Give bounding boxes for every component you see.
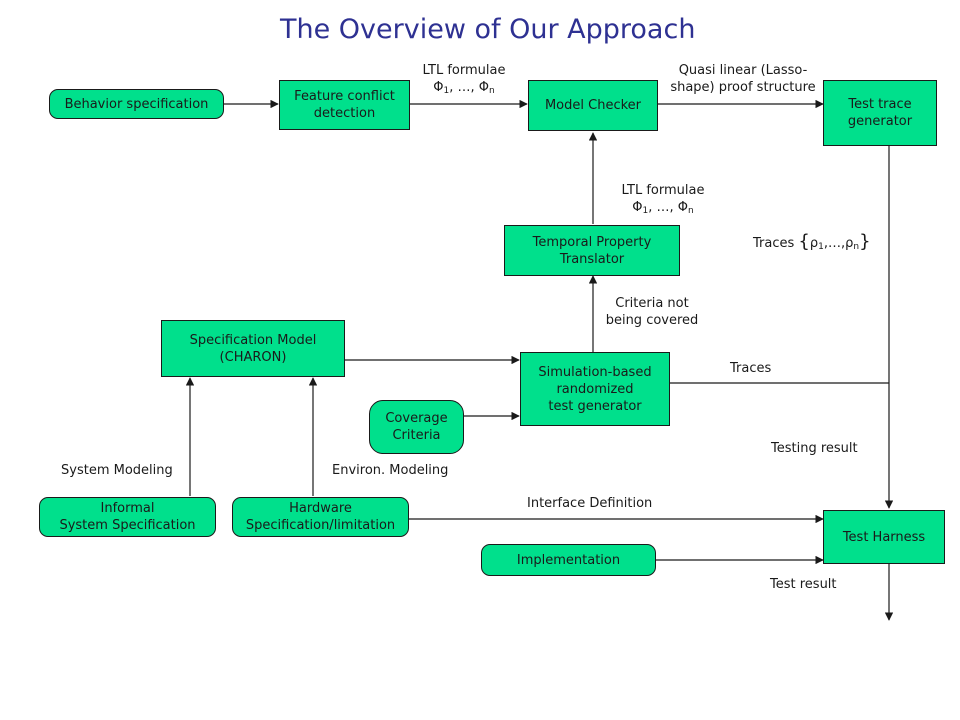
node-specification-model: Specification Model (CHARON) — [161, 320, 345, 377]
node-behavior-specification: Behavior specification — [49, 89, 224, 119]
label-system-modeling: System Modeling — [61, 463, 173, 478]
label-environ-modeling: Environ. Modeling — [332, 463, 449, 478]
node-feature-conflict-detection: Feature conflict detection — [279, 80, 410, 130]
node-model-checker: Model Checker — [528, 80, 658, 131]
label-ltl-formulae-mid: LTL formulae Φ1, …, Φn — [621, 183, 705, 216]
node-simulation-test-generator: Simulation-based randomized test generat… — [520, 352, 670, 426]
page-title: The Overview of Our Approach — [280, 14, 696, 45]
node-implementation: Implementation — [481, 544, 656, 576]
label-interface-definition: Interface Definition — [527, 496, 653, 511]
node-coverage-criteria: Coverage Criteria — [369, 400, 464, 454]
label-criteria-not-covered: Criteria not being covered — [605, 296, 699, 328]
label-ltl-formulae-top: LTL formulae Φ1, …, Φn — [422, 63, 506, 96]
node-temporal-property-translator: Temporal Property Translator — [504, 225, 680, 276]
node-test-trace-generator: Test trace generator — [823, 80, 937, 146]
label-traces: Traces — [730, 361, 772, 376]
label-quasi-linear-proof: Quasi linear (Lasso- shape) proof struct… — [670, 63, 816, 95]
node-informal-system-specification: Informal System Specification — [39, 497, 216, 537]
label-testing-result: Testing result — [771, 441, 858, 456]
label-test-result: Test result — [770, 577, 837, 592]
label-traces-rho: Traces {ρ1,…,ρn} — [753, 231, 871, 253]
node-test-harness: Test Harness — [823, 510, 945, 564]
node-hardware-specification: Hardware Specification/limitation — [232, 497, 409, 537]
